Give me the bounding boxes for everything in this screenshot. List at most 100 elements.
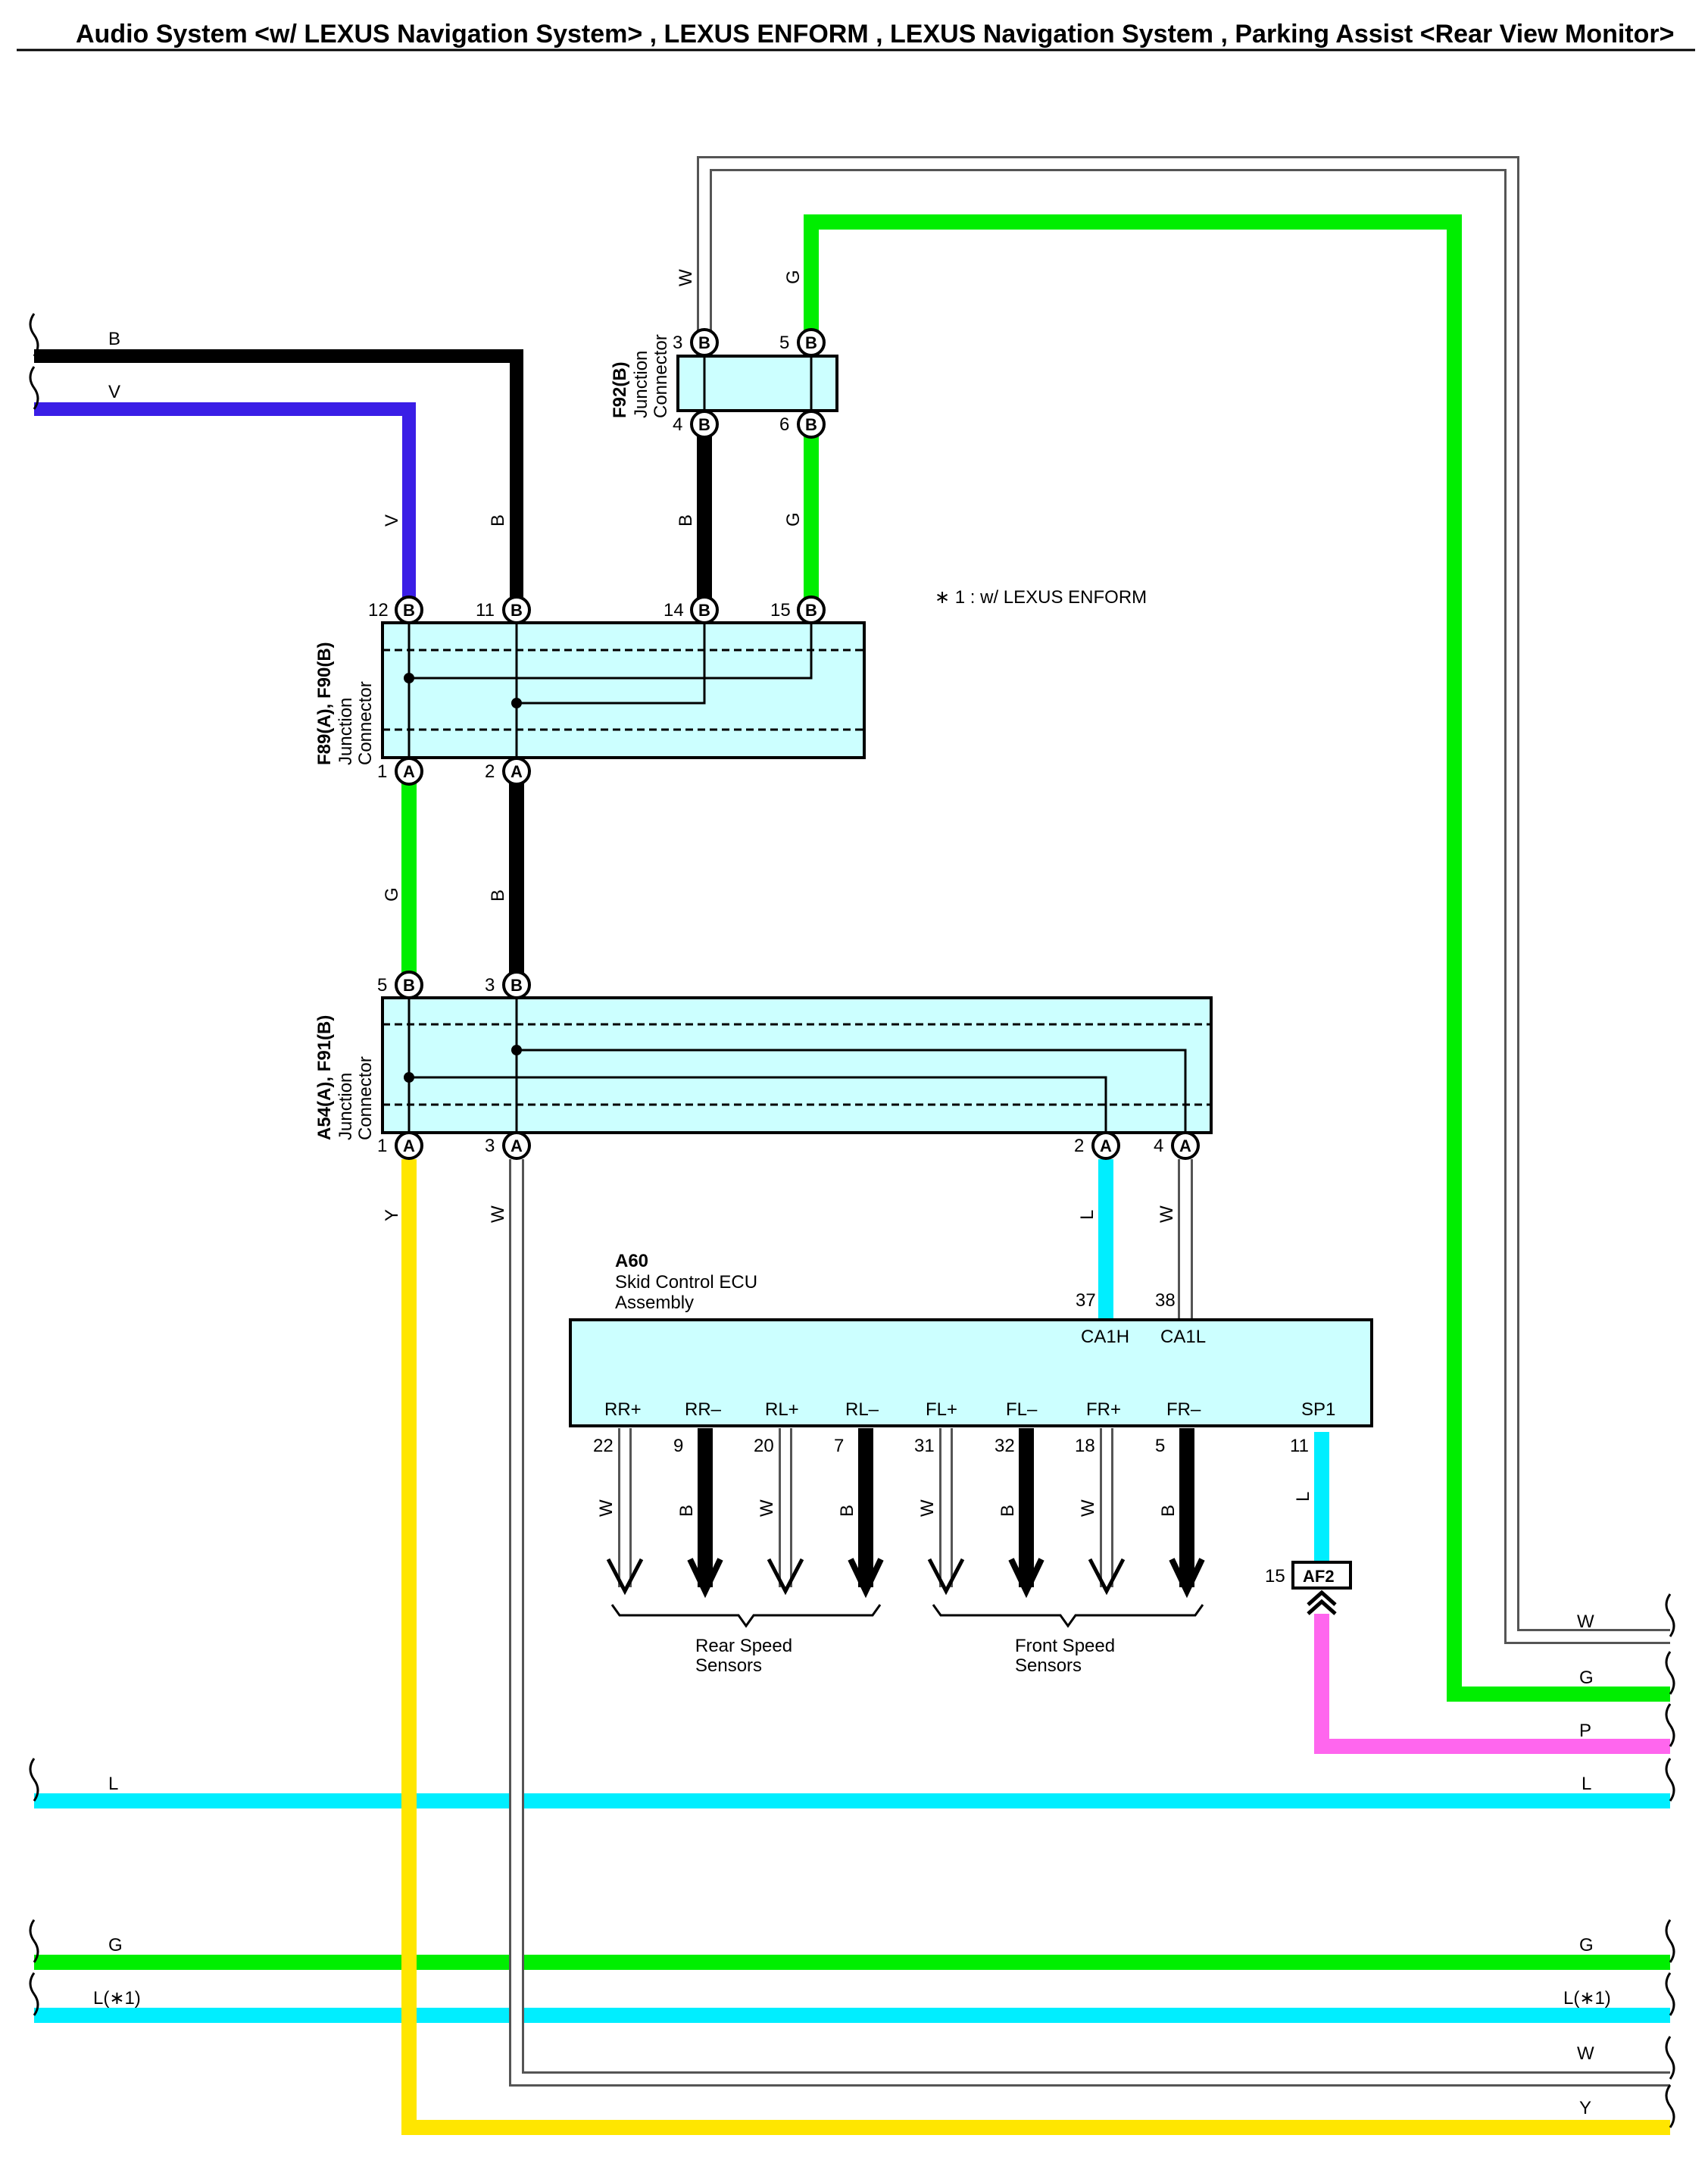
svg-text:G: G: [1579, 1668, 1594, 1688]
svg-text:5: 5: [1155, 1436, 1165, 1456]
svg-text:FR+: FR+: [1086, 1399, 1121, 1420]
svg-text:L: L: [1077, 1210, 1098, 1220]
svg-text:FR–: FR–: [1166, 1399, 1201, 1420]
wire-labels: B V V B W G B G G B Y W L W L W G P L L …: [93, 269, 1611, 2118]
wire-p-af2: [1314, 1614, 1670, 1754]
svg-text:32: 32: [995, 1436, 1015, 1456]
svg-text:37: 37: [1076, 1290, 1096, 1311]
ecu-name-2: Assembly: [615, 1293, 694, 1313]
svg-text:L(∗1): L(∗1): [1563, 1988, 1611, 2009]
svg-text:RR–: RR–: [685, 1399, 722, 1420]
svg-text:20: 20: [754, 1436, 774, 1456]
svg-text:1: 1: [377, 1136, 387, 1156]
svg-text:A54(A), F91(B): A54(A), F91(B): [314, 1015, 335, 1140]
svg-text:G: G: [783, 270, 804, 284]
svg-text:22: 22: [593, 1436, 614, 1456]
svg-text:W: W: [488, 1205, 508, 1223]
sensor-wire-labels: W B W B W B W B: [596, 1499, 1179, 1517]
af2-label: AF2: [1303, 1567, 1335, 1586]
svg-text:W: W: [1577, 2043, 1594, 2064]
svg-text:B: B: [403, 976, 415, 995]
wire-v-left: [34, 402, 416, 610]
ecu-code: A60: [615, 1251, 648, 1271]
svg-text:L: L: [108, 1774, 118, 1794]
svg-text:B: B: [108, 329, 120, 349]
svg-text:F89(A), F90(B): F89(A), F90(B): [314, 642, 335, 765]
svg-text:38: 38: [1155, 1290, 1176, 1311]
enform-note: ∗ 1 : w/ LEXUS ENFORM: [935, 587, 1147, 608]
svg-text:B: B: [1158, 1505, 1179, 1517]
pin-5: B11: [476, 596, 531, 624]
svg-text:RR+: RR+: [604, 1399, 642, 1420]
svg-text:W: W: [917, 1499, 938, 1517]
wire-w-f92-top: [697, 156, 1670, 1644]
pin-6: B14: [664, 596, 719, 624]
svg-text:15: 15: [770, 600, 791, 621]
svg-text:3: 3: [485, 1136, 495, 1156]
af2-connector-box: [1291, 1561, 1352, 1590]
front-sensor-label-2: Sensors: [1015, 1655, 1082, 1676]
wire-b-left: [34, 349, 523, 610]
pin-11: B3: [485, 971, 531, 999]
svg-text:B: B: [676, 514, 696, 527]
svg-text:B: B: [488, 889, 508, 902]
svg-text:Junction: Junction: [336, 1073, 356, 1140]
svg-text:G: G: [108, 1935, 123, 1955]
pin-14: A2: [1074, 1131, 1120, 1160]
svg-text:L: L: [1293, 1492, 1313, 1502]
svg-text:FL+: FL+: [926, 1399, 957, 1420]
svg-text:V: V: [108, 382, 120, 402]
svg-text:L(∗1): L(∗1): [93, 1988, 141, 2009]
svg-text:V: V: [382, 514, 402, 527]
svg-text:A: A: [403, 762, 415, 781]
rear-sensor-label-1: Rear Speed: [695, 1636, 792, 1656]
svg-text:31: 31: [914, 1436, 935, 1456]
f89-internal: [407, 623, 813, 758]
wire-y-a54-down: [401, 1159, 1670, 2135]
svg-text:B: B: [998, 1505, 1018, 1517]
svg-text:3: 3: [673, 333, 682, 353]
svg-text:B: B: [698, 333, 710, 352]
svg-text:11: 11: [476, 600, 495, 621]
svg-text:3: 3: [485, 975, 495, 996]
ecu-terminals: 37CA1H38CA1LRR+22RR–9RL+20RL–7FL+31FL–32…: [593, 1290, 1335, 1456]
pin-13: A3: [485, 1131, 531, 1160]
svg-text:6: 6: [779, 414, 789, 435]
pin-3: B6: [779, 410, 826, 439]
f92-connector-box: [676, 355, 838, 412]
pin-12: A1: [377, 1131, 423, 1160]
a54-internal: [407, 998, 1187, 1133]
svg-text:W: W: [596, 1499, 617, 1517]
front-sensor-label-1: Front Speed: [1015, 1636, 1115, 1656]
svg-text:4: 4: [673, 414, 682, 435]
ecu-name-1: Skid Control ECU: [615, 1272, 757, 1293]
svg-text:SP1: SP1: [1301, 1399, 1335, 1420]
svg-text:W: W: [1078, 1499, 1098, 1517]
svg-text:W: W: [1577, 1611, 1594, 1632]
svg-text:FL–: FL–: [1006, 1399, 1038, 1420]
svg-text:A: A: [1100, 1136, 1112, 1155]
wire-break-marks: [29, 313, 1675, 2128]
svg-text:5: 5: [377, 975, 387, 996]
svg-text:2: 2: [485, 761, 495, 782]
svg-text:F92(B): F92(B): [610, 361, 630, 418]
pin-8: A1: [377, 757, 423, 786]
svg-text:A: A: [511, 762, 523, 781]
skid-control-ecu-box: [569, 1318, 1373, 1427]
svg-text:Connector: Connector: [651, 334, 671, 418]
svg-text:12: 12: [368, 600, 389, 621]
svg-text:B: B: [805, 601, 817, 620]
svg-text:Connector: Connector: [355, 681, 376, 765]
svg-text:RL–: RL–: [845, 1399, 879, 1420]
pin-1: B5: [779, 328, 826, 357]
rear-sensor-label-2: Sensors: [695, 1655, 762, 1676]
svg-text:W: W: [676, 269, 696, 286]
svg-text:A: A: [403, 1136, 415, 1155]
svg-text:W: W: [757, 1499, 777, 1517]
af2-pin: 15: [1265, 1566, 1285, 1586]
pin-9: A2: [485, 757, 531, 786]
svg-text:B: B: [403, 601, 415, 620]
svg-text:11: 11: [1290, 1436, 1309, 1456]
svg-text:B: B: [837, 1505, 857, 1517]
